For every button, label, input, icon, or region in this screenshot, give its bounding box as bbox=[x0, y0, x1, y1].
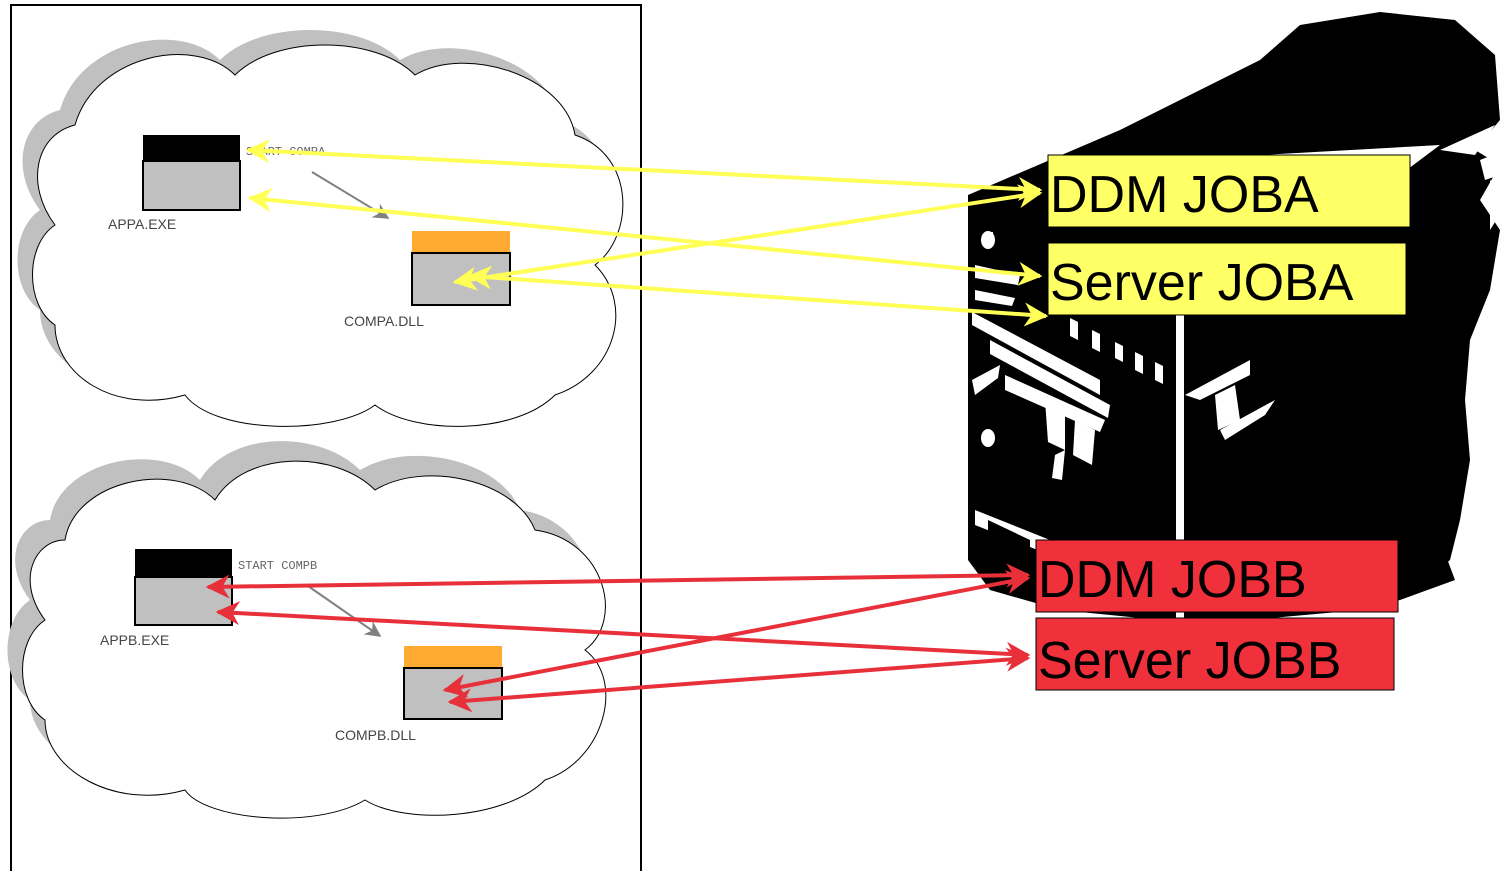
compb-dll-label: COMPB.DLL bbox=[335, 727, 416, 743]
appa-to-ddm-joba-arrow bbox=[245, 139, 1043, 201]
start-compb-label: START COMPB bbox=[238, 559, 317, 573]
server-jobb-label: Server JOBB bbox=[1038, 632, 1341, 690]
client-machine-frame bbox=[10, 4, 642, 871]
ddm-jobb-box: DDM JOBB bbox=[1035, 539, 1399, 613]
job-a-connections bbox=[245, 139, 1049, 327]
job-b-connections bbox=[205, 563, 1031, 713]
compb-to-server-jobb-arrow bbox=[447, 647, 1031, 713]
server-joba-label: Server JOBA bbox=[1050, 254, 1354, 312]
appb-exe-label: APPB.EXE bbox=[100, 632, 169, 648]
compa-dll-window bbox=[411, 231, 511, 306]
appa-exe-label: APPA.EXE bbox=[108, 216, 176, 232]
server-joba-box: Server JOBA bbox=[1047, 242, 1407, 316]
ddm-jobb-label: DDM JOBB bbox=[1038, 551, 1307, 609]
ddm-joba-box: DDM JOBA bbox=[1047, 154, 1411, 228]
appa-exe-window bbox=[142, 135, 241, 211]
server-machine-icon bbox=[968, 12, 1509, 620]
compa-dll-label: COMPA.DLL bbox=[344, 313, 424, 329]
compa-to-server-joba-arrow bbox=[467, 265, 1049, 327]
ddm-joba-label: DDM JOBA bbox=[1050, 166, 1319, 224]
server-jobb-box: Server JOBB bbox=[1035, 617, 1395, 691]
